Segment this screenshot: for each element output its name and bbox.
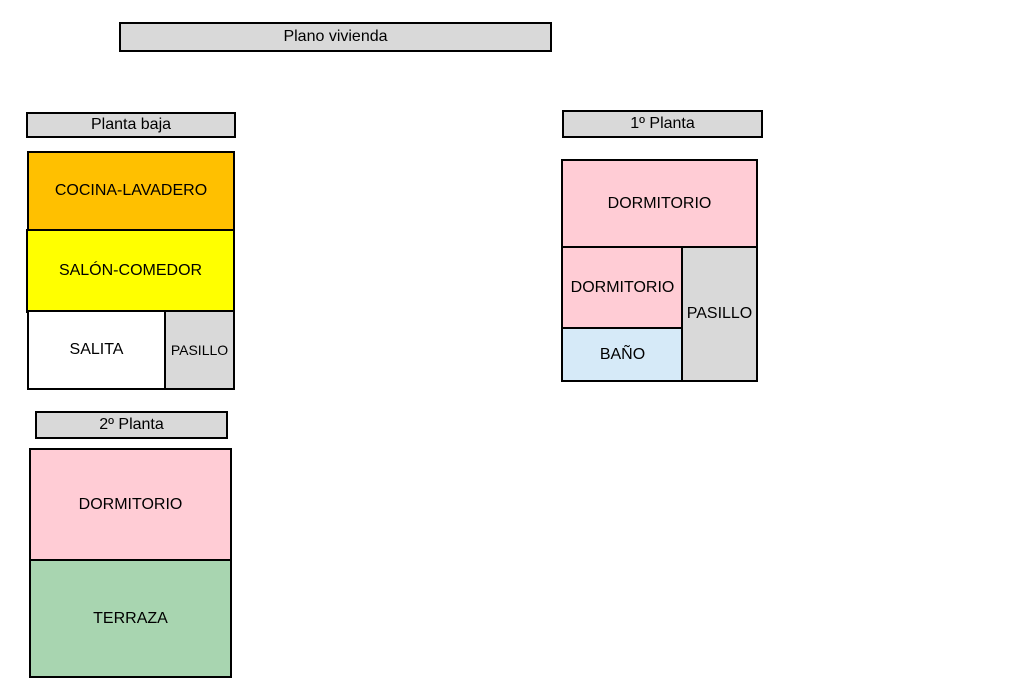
room-terrace-label: TERRAZA [93, 609, 168, 627]
first-floor-label: 1º Planta [562, 110, 763, 138]
room-kitchen-label: COCINA-LAVADERO [54, 182, 208, 199]
room-bath: BAÑO [561, 327, 684, 382]
first-floor-plan: DORMITORIO DORMITORIO BAÑO PASILLO [561, 159, 759, 383]
room-first-bedroom-a-label: DORMITORIO [607, 195, 712, 212]
first-floor-label-text: 1º Planta [630, 115, 695, 132]
room-first-hall-label: PASILLO [686, 305, 753, 322]
room-living: SALÓN-COMEDOR [26, 229, 235, 313]
room-first-bedroom-a: DORMITORIO [561, 159, 758, 249]
room-salita-label: SALITA [69, 341, 124, 358]
page-title-text: Plano vivienda [283, 28, 388, 45]
room-second-bedroom-label: DORMITORIO [78, 496, 183, 513]
room-ground-hall-label: PASILLO [170, 342, 229, 358]
room-living-label: SALÓN-COMEDOR [58, 262, 203, 279]
room-first-bedroom-b: DORMITORIO [561, 246, 684, 330]
second-floor-label: 2º Planta [35, 411, 228, 439]
room-kitchen: COCINA-LAVADERO [27, 151, 235, 231]
room-ground-hall: PASILLO [164, 310, 235, 390]
room-terrace: TERRAZA [29, 559, 232, 678]
second-floor-label-text: 2º Planta [99, 416, 164, 433]
room-first-hall: PASILLO [681, 246, 758, 382]
ground-floor-label: Planta baja [26, 112, 236, 138]
room-second-bedroom: DORMITORIO [29, 448, 232, 562]
page-title: Plano vivienda [119, 22, 552, 52]
room-salita: SALITA [27, 310, 166, 390]
second-floor-plan: DORMITORIO TERRAZA [29, 448, 233, 678]
ground-floor-plan: COCINA-LAVADERO SALÓN-COMEDOR SALITA PAS… [26, 151, 236, 390]
room-bath-label: BAÑO [599, 345, 646, 363]
ground-floor-label-text: Planta baja [90, 116, 172, 133]
room-first-bedroom-b-label: DORMITORIO [570, 279, 675, 296]
